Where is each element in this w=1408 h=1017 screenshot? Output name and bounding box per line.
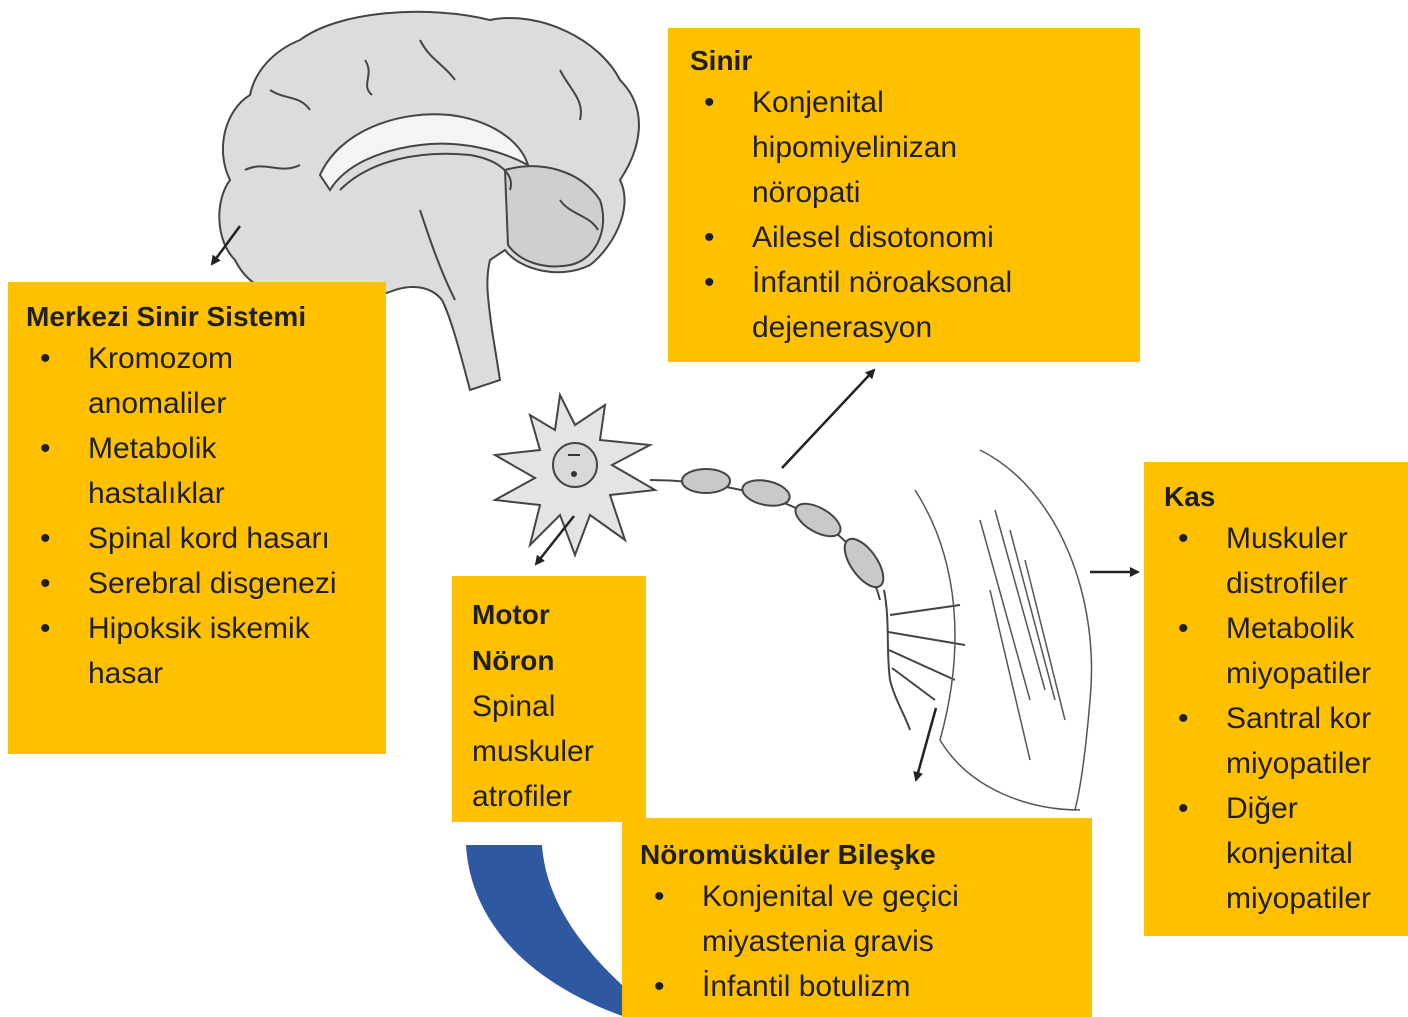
nerve-title: Sinir	[690, 42, 1140, 80]
muscle-box: Kas Muskuler distrofiler Metabolik miyop…	[1144, 462, 1408, 936]
muscle-fiber-illustration	[915, 450, 1092, 810]
nerve-box: Sinir Konjenital hipomiyelinizan nöropat…	[668, 28, 1140, 362]
list-item: İnfantil nöroaksonal dejenerasyon	[690, 260, 1082, 350]
list-item: Santral kor miyopatiler	[1164, 696, 1406, 786]
motor-neuron-box: Motor Nöron Spinal muskuler atrofiler	[452, 576, 646, 822]
nmj-box: Nöromüsküler Bileşke Konjenital ve geçic…	[622, 818, 1092, 1017]
list-item: Konjenital hipomiyelinizan nöropati	[690, 80, 1052, 215]
myelinated-axon-illustration	[650, 469, 965, 730]
nmj-title: Nöromüsküler Bileşke	[640, 836, 1092, 874]
motor-title-line1: Motor	[472, 592, 646, 638]
nerve-list: Konjenital hipomiyelinizan nöropati Aile…	[690, 80, 1140, 350]
list-item: Konjenital ve geçici miyastenia gravis	[640, 874, 1022, 964]
list-item: Metabolik miyopatiler	[1164, 606, 1406, 696]
list-item: Diğer konjenital miyopatiler	[1164, 786, 1406, 921]
motor-neuron-illustration	[495, 395, 655, 555]
list-item: İnfantil botulizm	[640, 964, 1092, 1009]
cns-list: Kromozom anomaliler Metabolik hastalıkla…	[26, 336, 386, 696]
list-item: Muskuler distrofiler	[1164, 516, 1396, 606]
list-item: Metabolik hastalıklar	[26, 426, 318, 516]
cns-box: Merkezi Sinir Sistemi Kromozom anomalile…	[8, 282, 386, 754]
list-item: Spinal kord hasarı	[26, 516, 386, 561]
motor-title-line2: Nöron	[472, 638, 646, 684]
muscle-list: Muskuler distrofiler Metabolik miyopatil…	[1164, 516, 1408, 921]
motor-text: Spinal muskuler atrofiler	[472, 684, 622, 819]
list-item: Ailesel disotonomi	[690, 215, 1140, 260]
list-item: Serebral disgenezi	[26, 561, 386, 606]
list-item: Hipoksik iskemik hasar	[26, 606, 368, 696]
list-item: Kromozom anomaliler	[26, 336, 348, 426]
cns-title: Merkezi Sinir Sistemi	[26, 298, 386, 336]
nmj-list: Konjenital ve geçici miyastenia gravis İ…	[640, 874, 1092, 1009]
muscle-title: Kas	[1164, 478, 1408, 516]
